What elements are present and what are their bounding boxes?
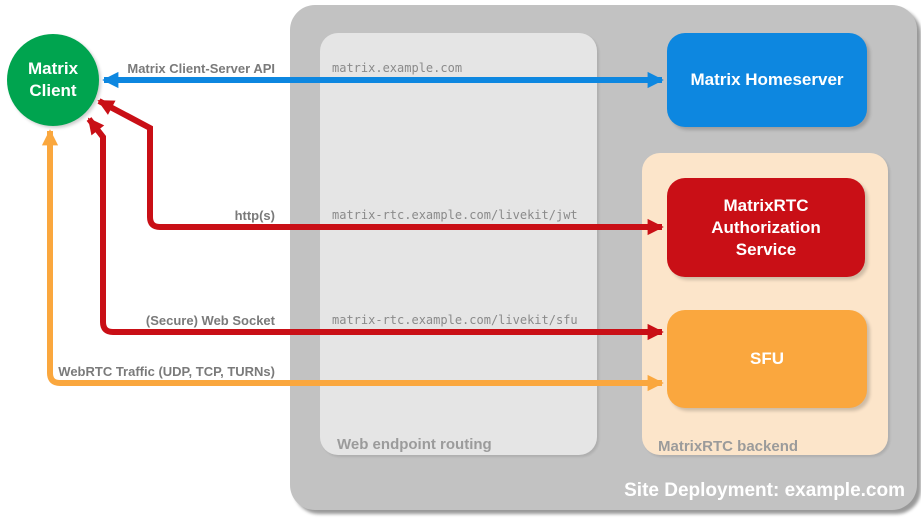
matrixrtc-backend-container: MatrixRTC Authorization Service SFU Matr… (642, 153, 888, 455)
endpoint-url-livekit-sfu: matrix-rtc.example.com/livekit/sfu (332, 313, 578, 327)
matrixrtc-authorization-service-label: MatrixRTC Authorization Service (711, 195, 821, 259)
matrixrtc-authorization-service-node: MatrixRTC Authorization Service (667, 178, 865, 277)
client-server-api-label: Matrix Client-Server API (127, 61, 275, 76)
web-endpoint-routing-container: matrix.example.com matrix-rtc.example.co… (320, 33, 597, 455)
web-endpoint-routing-label: Web endpoint routing (337, 436, 492, 453)
matrix-client-node: Matrix Client (7, 34, 99, 126)
sfu-node: SFU (667, 310, 867, 408)
endpoint-url-livekit-jwt: matrix-rtc.example.com/livekit/jwt (332, 208, 578, 222)
matrix-homeserver-label: Matrix Homeserver (690, 70, 844, 89)
matrix-client-label: Matrix Client (27, 59, 79, 100)
site-deployment-label: Site Deployment: example.com (624, 480, 905, 501)
https-label: http(s) (234, 208, 275, 223)
webrtc-traffic-label: WebRTC Traffic (UDP, TCP, TURNs) (58, 364, 275, 379)
matrixrtc-backend-label: MatrixRTC backend (658, 438, 799, 455)
web-socket-label: (Secure) Web Socket (145, 313, 275, 328)
sfu-label: SFU (750, 349, 784, 368)
site-deployment-container: matrix.example.com matrix-rtc.example.co… (290, 5, 917, 510)
endpoint-url-matrix: matrix.example.com (332, 61, 463, 75)
matrix-homeserver-node: Matrix Homeserver (667, 33, 867, 127)
